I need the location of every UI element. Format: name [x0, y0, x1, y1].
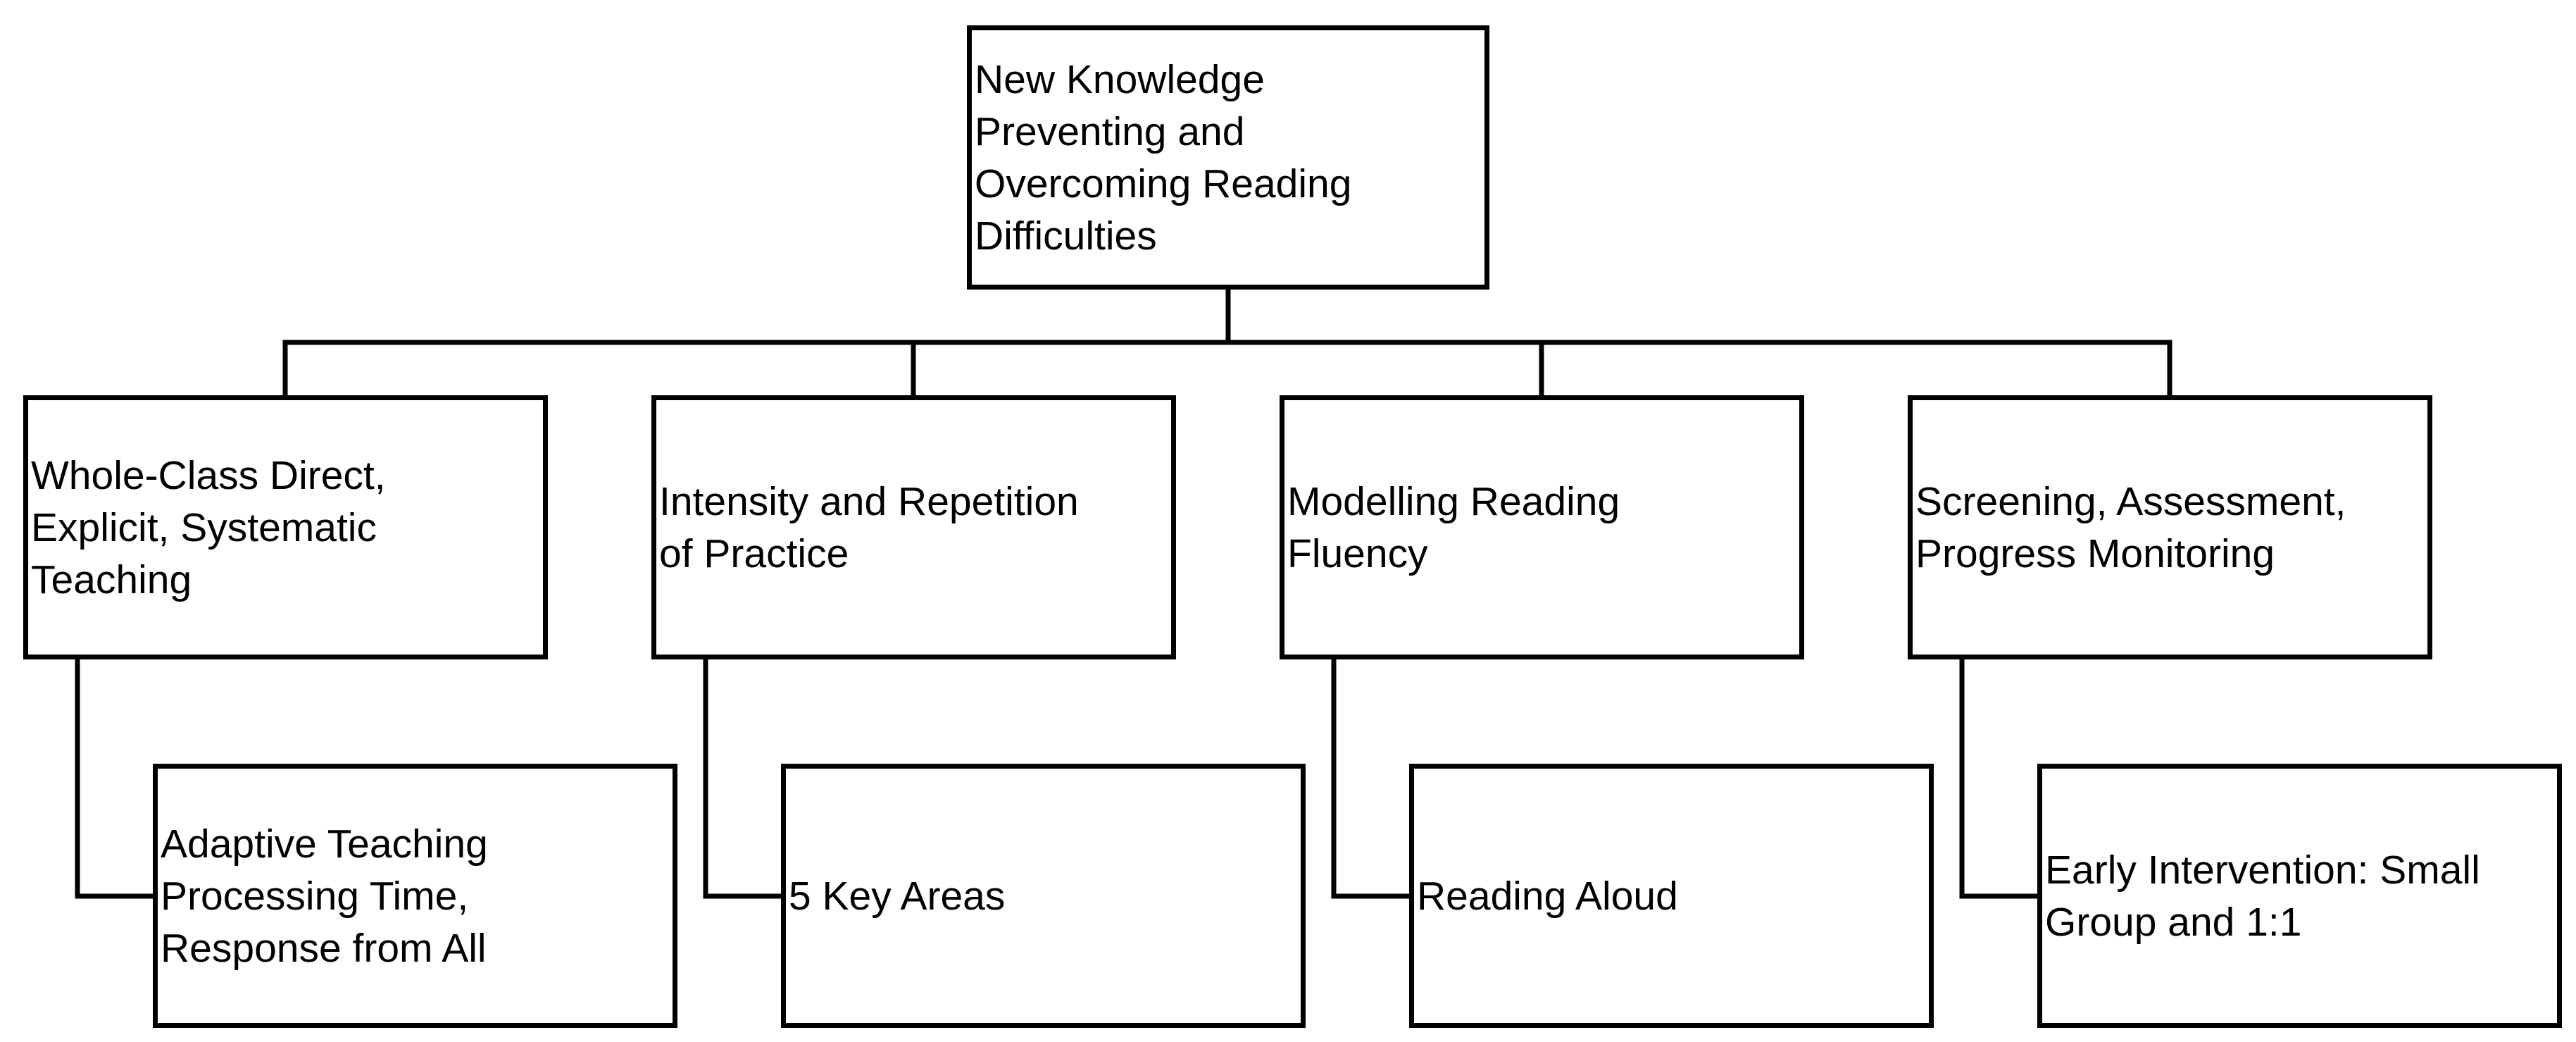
child-node-early-intervention: Early Intervention: Small Group and 1:1: [2037, 764, 2562, 1028]
child-node-label: Early Intervention: Small Group and 1:1: [2045, 847, 2480, 945]
root-node: New Knowledge Preventing and Overcoming …: [967, 25, 1489, 290]
child-elbow-line-1: [75, 657, 156, 899]
child-node-label: 5 Key Areas: [789, 873, 1006, 919]
branch-node-modelling-fluency: Modelling Reading Fluency: [1280, 395, 1804, 659]
root-node-label: New Knowledge Preventing and Overcoming …: [975, 56, 1352, 259]
branch-node-whole-class-teaching: Whole-Class Direct, Explicit, Systematic…: [23, 395, 548, 659]
child-elbow-line-4: [1959, 657, 2040, 899]
child-node-label: Reading Aloud: [1417, 873, 1678, 919]
child-node-label: Adaptive Teaching Processing Time, Respo…: [161, 821, 488, 971]
child-node-key-areas: 5 Key Areas: [781, 764, 1306, 1028]
branch-node-intensity-practice: Intensity and Repetition of Practice: [651, 395, 1176, 659]
child-node-adaptive-teaching: Adaptive Teaching Processing Time, Respo…: [153, 764, 677, 1028]
child-node-reading-aloud: Reading Aloud: [1409, 764, 1934, 1028]
branch-node-label: Screening, Assessment, Progress Monitori…: [1915, 478, 2346, 576]
child-elbow-line-3: [1331, 657, 1412, 899]
branch-node-label: Modelling Reading Fluency: [1287, 478, 1620, 576]
branch-node-screening-assessment: Screening, Assessment, Progress Monitori…: [1908, 395, 2432, 659]
child-elbow-line-2: [703, 657, 784, 899]
branch-node-label: Whole-Class Direct, Explicit, Systematic…: [31, 452, 386, 602]
branch-node-label: Intensity and Repetition of Practice: [659, 478, 1079, 576]
